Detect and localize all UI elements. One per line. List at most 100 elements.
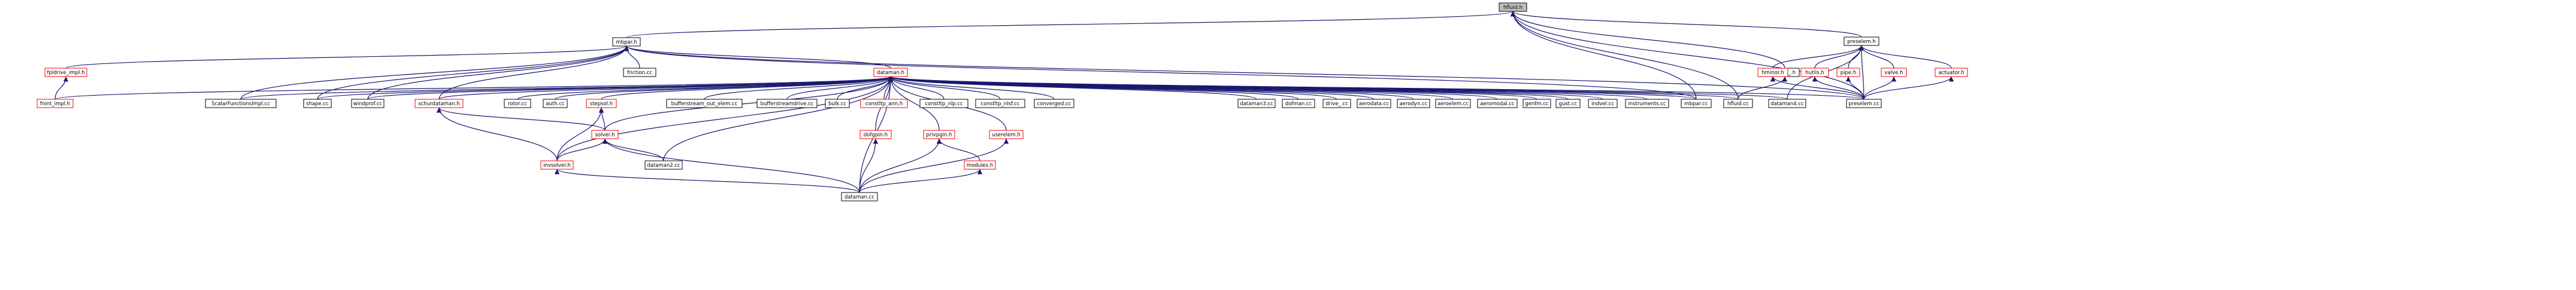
node-invsolver-h[interactable]: invsolver.h	[540, 160, 574, 170]
node-box[interactable]	[1588, 99, 1618, 108]
node-box[interactable]	[1477, 99, 1518, 108]
node-genfm-cc[interactable]: genfm.cc	[1522, 99, 1551, 108]
node-box[interactable]	[1322, 99, 1351, 108]
node-box[interactable]	[1681, 99, 1712, 108]
node-box[interactable]	[543, 99, 568, 108]
node-box[interactable]	[351, 99, 385, 108]
node-dofgpin-h[interactable]: dofgpin.h	[859, 130, 892, 139]
node-preselem-h[interactable]: preselem.h	[1844, 36, 1879, 46]
node-bulk-cc[interactable]: bulk.cc	[825, 99, 850, 108]
node-box[interactable]	[1625, 99, 1669, 108]
node-windprof-cc[interactable]: windprof.cc	[351, 99, 385, 108]
node-hfluid-h[interactable]: hfluid.h	[1499, 2, 1527, 12]
node-box[interactable]	[1522, 99, 1551, 108]
node-solver-h[interactable]: solver.h	[591, 130, 619, 139]
node-box[interactable]	[1034, 99, 1074, 108]
node-aeroelem-cc[interactable]: aeroelem.cc	[1435, 99, 1471, 108]
node-aeromodal-cc[interactable]: aeromodal.cc	[1477, 99, 1518, 108]
node-box[interactable]	[504, 99, 531, 108]
node-privpgin-h[interactable]: privpgin.h	[923, 130, 955, 139]
node-constltp-nlp-cc[interactable]: constltp_nlp.cc	[919, 99, 968, 108]
edge-hfluid_cc-to-hfluid__h	[1737, 76, 1788, 100]
node-schurdataman-h[interactable]: schurdataman.h	[414, 99, 464, 108]
node-box[interactable]	[37, 99, 74, 108]
node-box[interactable]	[1768, 99, 1806, 108]
node-constltp-ann-h[interactable]: constltp_ann.h	[860, 99, 908, 108]
node-rotor-cc[interactable]: rotor.cc	[504, 99, 531, 108]
node-box[interactable]	[860, 99, 908, 108]
edge-layer	[55, 11, 1954, 193]
node-dataman4-cc[interactable]: dataman4.cc	[1768, 99, 1806, 108]
node-box[interactable]	[1237, 99, 1276, 108]
node-box[interactable]	[919, 99, 968, 108]
node-dataman-cc[interactable]: dataman.cc	[841, 192, 878, 202]
node-box[interactable]	[1435, 99, 1471, 108]
node-box[interactable]	[975, 99, 1025, 108]
node-stepsol-h[interactable]: stepsol.h	[586, 99, 617, 108]
node-shape-cc[interactable]: shape.cc	[303, 99, 332, 108]
node-box[interactable]	[623, 68, 656, 77]
node-drive--cc[interactable]: drive_.cc	[1322, 99, 1351, 108]
node-box[interactable]	[303, 99, 332, 108]
node-hutils-h[interactable]: hutils.h	[1800, 68, 1829, 77]
node-instruments-cc[interactable]: instruments.cc	[1625, 99, 1669, 108]
node-bufferstreamdrive-cc[interactable]: bufferstreamdrive.cc	[756, 99, 818, 108]
node-constltp-nlsf-cc[interactable]: constltp_nlsf.cc	[975, 99, 1025, 108]
node-box[interactable]	[1800, 68, 1829, 77]
node-userelem-h[interactable]: userelem.h	[989, 130, 1024, 139]
node-gust-cc[interactable]: gust.cc	[1555, 99, 1581, 108]
node-box[interactable]	[1846, 99, 1882, 108]
node-dofman-cc[interactable]: dofman.cc	[1282, 99, 1315, 108]
node-box[interactable]	[644, 160, 683, 170]
node-hfluid-cc[interactable]: hfluid.cc	[1723, 99, 1753, 108]
node-box[interactable]	[1555, 99, 1581, 108]
node-bufferstream-out-elem-cc[interactable]: bufferstream_out_elem.cc	[666, 99, 743, 108]
node-box[interactable]	[612, 37, 641, 47]
node-box[interactable]	[825, 99, 850, 108]
node-box[interactable]	[1397, 99, 1430, 108]
node-box[interactable]	[873, 68, 908, 77]
node-box[interactable]	[1844, 36, 1879, 46]
node-box[interactable]	[414, 99, 464, 108]
node-dataman-h[interactable]: dataman.h	[873, 68, 908, 77]
node-box[interactable]	[859, 130, 892, 139]
node-friction-cc[interactable]: friction.cc	[623, 68, 656, 77]
node-aerodyn-cc[interactable]: aerodyn.cc	[1397, 99, 1430, 108]
node-box[interactable]	[989, 130, 1024, 139]
node-box[interactable]	[1935, 68, 1968, 77]
node-actuator-h[interactable]: actuator.h	[1935, 68, 1968, 77]
node-box[interactable]	[841, 192, 878, 202]
node-box[interactable]	[1499, 2, 1527, 12]
node-box[interactable]	[1723, 99, 1753, 108]
node-fpldrive-impl-h[interactable]: fpldrive_impl.h	[44, 68, 87, 77]
node-pipe-h[interactable]: pipe.h	[1836, 68, 1860, 77]
node-hminor-h[interactable]: hminor.h	[1757, 68, 1788, 77]
node-box[interactable]	[923, 130, 955, 139]
node-box[interactable]	[1282, 99, 1315, 108]
node-box[interactable]	[1357, 99, 1391, 108]
node-auth-cc[interactable]: auth.cc	[543, 99, 568, 108]
node-mbpar-h[interactable]: mbpar.h	[612, 37, 641, 47]
node-modules-h[interactable]: modules.h	[964, 160, 996, 170]
node-box[interactable]	[964, 160, 996, 170]
node-dataman2-cc[interactable]: dataman2.cc	[644, 160, 683, 170]
node-indvel-cc[interactable]: indvel.cc	[1588, 99, 1618, 108]
node-scalarfunctionsimpl-cc[interactable]: ScalarFunctionsImpl.cc	[205, 99, 277, 108]
node-box[interactable]	[586, 99, 617, 108]
node-box[interactable]	[1881, 68, 1907, 77]
node-box[interactable]	[666, 99, 743, 108]
node-aerodata-cc[interactable]: aerodata.cc	[1357, 99, 1391, 108]
node-valve-h[interactable]: valve.h	[1881, 68, 1907, 77]
node-box[interactable]	[1757, 68, 1788, 77]
node-box[interactable]	[205, 99, 277, 108]
node-box[interactable]	[756, 99, 818, 108]
node-fnint-impl-h[interactable]: fnint_impl.h	[37, 99, 74, 108]
node-box[interactable]	[591, 130, 619, 139]
node-mbpar-cc[interactable]: mbpar.cc	[1681, 99, 1712, 108]
node-preselem-cc[interactable]: preselem.cc	[1846, 99, 1882, 108]
node-converged-cc[interactable]: converged.cc	[1034, 99, 1074, 108]
node-box[interactable]	[44, 68, 87, 77]
node-box[interactable]	[540, 160, 574, 170]
node-dataman3-cc[interactable]: dataman3.cc	[1237, 99, 1276, 108]
node-box[interactable]	[1836, 68, 1860, 77]
